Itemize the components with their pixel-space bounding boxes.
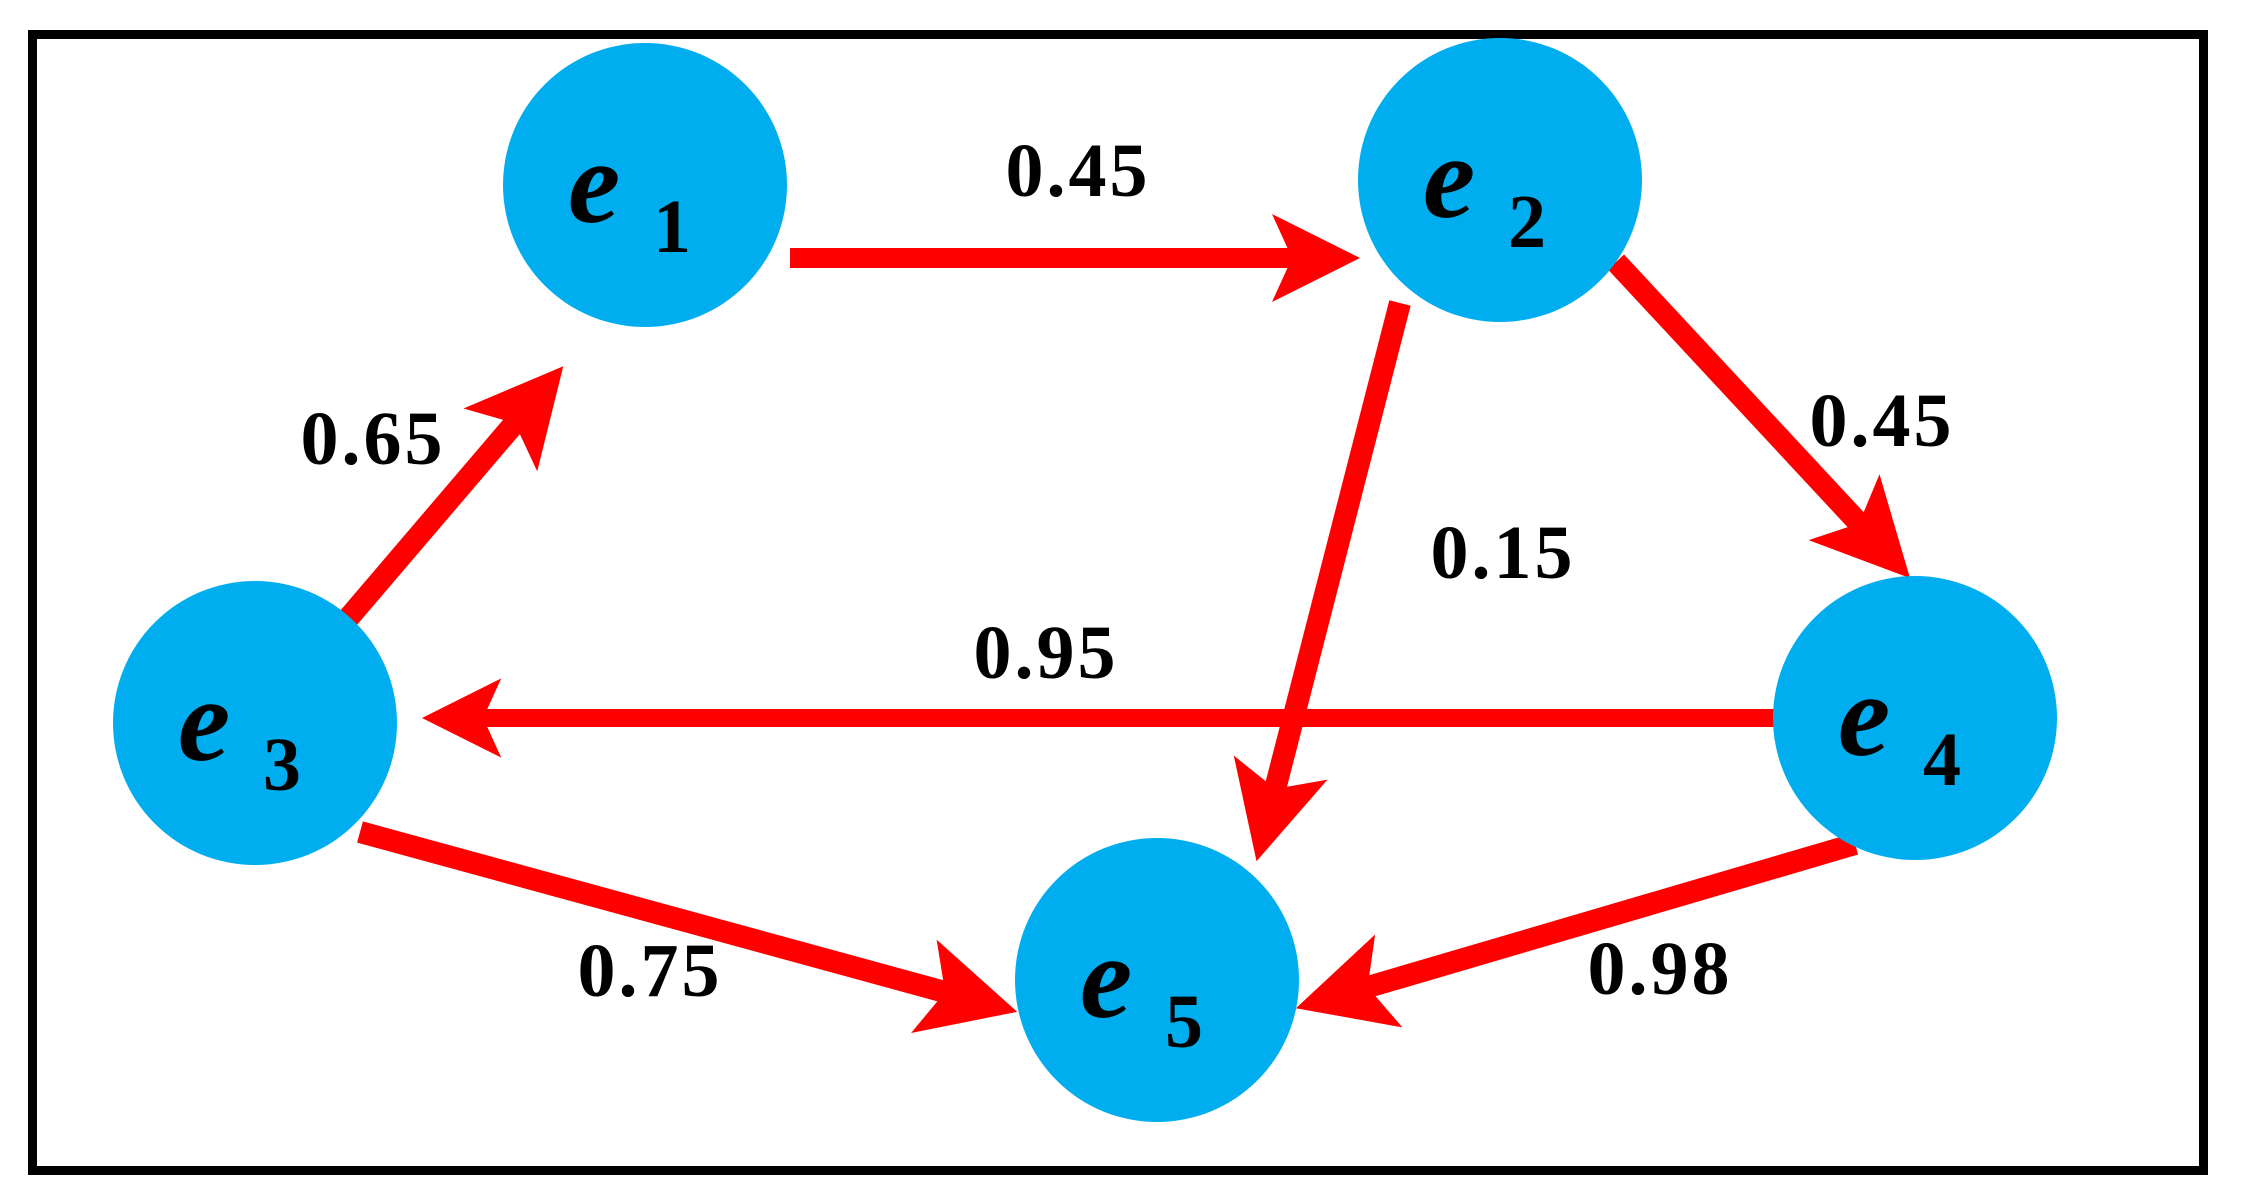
node-e5-label: e bbox=[1080, 912, 1132, 1043]
node-e3-subscript: 3 bbox=[263, 723, 301, 807]
nodes-layer: e 1 e 2 e 3 e 4 e 5 bbox=[113, 38, 2057, 1122]
node-e1-circle[interactable] bbox=[503, 43, 787, 327]
node-e4-circle[interactable] bbox=[1773, 576, 2057, 860]
edge-e2-to-e4[interactable] bbox=[1607, 254, 1910, 579]
node-e3-label: e bbox=[178, 655, 230, 786]
node-e1-subscript: 1 bbox=[653, 185, 691, 269]
node-e1-label: e bbox=[568, 117, 620, 248]
edge-weight-e2-e4: 0.45 bbox=[1810, 379, 1955, 463]
edge-weight-e3-e5: 0.75 bbox=[578, 929, 723, 1013]
node-e4[interactable]: e 4 bbox=[1773, 576, 2057, 860]
node-e2-label: e bbox=[1423, 112, 1475, 243]
node-e1[interactable]: e 1 bbox=[503, 43, 787, 327]
node-e4-subscript: 4 bbox=[1923, 718, 1961, 802]
node-e2-circle[interactable] bbox=[1358, 38, 1642, 322]
edge-weight-e3-e1: 0.65 bbox=[301, 397, 446, 481]
edge-weight-e4-e5: 0.98 bbox=[1588, 927, 1733, 1011]
node-e5[interactable]: e 5 bbox=[1015, 838, 1299, 1122]
node-e2[interactable]: e 2 bbox=[1358, 38, 1642, 322]
edge-e3-to-e1[interactable] bbox=[336, 366, 564, 630]
edge-weight-e1-e2: 0.45 bbox=[1006, 129, 1151, 213]
node-e2-subscript: 2 bbox=[1508, 180, 1546, 264]
node-e4-label: e bbox=[1838, 650, 1890, 781]
edges-layer bbox=[336, 213, 1910, 1033]
node-e5-subscript: 5 bbox=[1165, 980, 1203, 1064]
edge-weight-e2-e5: 0.15 bbox=[1431, 511, 1576, 595]
edge-e4-to-e5[interactable] bbox=[1295, 833, 1859, 1028]
edge-weight-e4-e3: 0.95 bbox=[974, 611, 1119, 695]
node-e3[interactable]: e 3 bbox=[113, 581, 397, 865]
node-e3-circle[interactable] bbox=[113, 581, 397, 865]
edge-e3-to-e5[interactable] bbox=[357, 821, 1018, 1033]
edge-weight-labels-layer: 0.45 0.65 0.45 0.95 0.15 0.75 0.98 bbox=[301, 129, 1955, 1013]
edge-e2-to-e5[interactable] bbox=[1233, 300, 1411, 862]
node-e5-circle[interactable] bbox=[1015, 838, 1299, 1122]
